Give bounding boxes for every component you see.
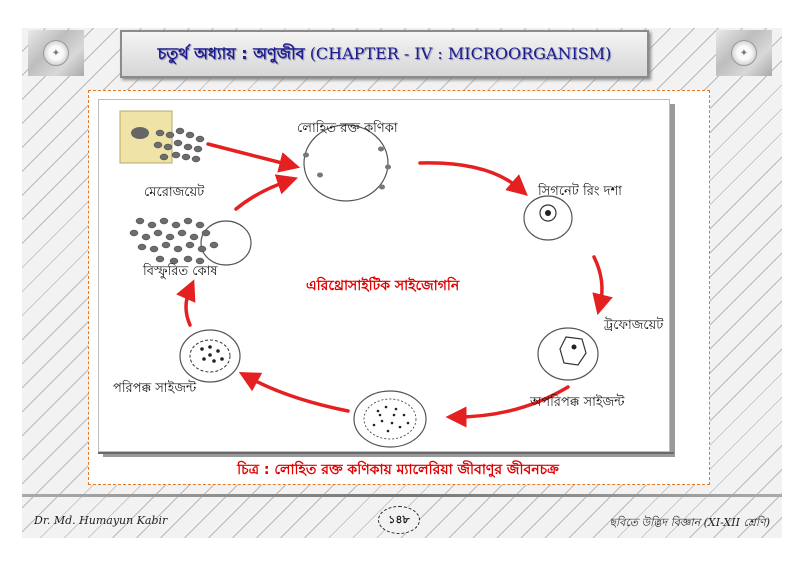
arrow-rbc-to-signet-ring — [418, 161, 528, 196]
arrow-immature-to-mature-schizont — [238, 371, 350, 413]
trophozoite-cell — [537, 327, 599, 381]
label-immature-schizont: অপরিপক্ক সাইজন্ট — [530, 395, 625, 410]
title-bar: চতুর্থ অধ্যায় : অণুজীব (CHAPTER - IV : … — [120, 30, 649, 78]
arrow-signet-ring-to-trophozoite — [592, 255, 613, 316]
left-ornament: ✦ — [28, 30, 84, 76]
title-english: (CHAPTER - IV : MICROORGANISM) — [309, 43, 612, 63]
label-mature-schizont: পরিপক্ক সাইজন্ট — [113, 381, 197, 396]
arrow-ruptured-to-rbc — [234, 174, 298, 211]
book-title: ছবিতে উদ্ভিদ বিজ্ঞান (XI-XII শ্রেণি) — [609, 516, 770, 529]
right-ornament: ✦ — [716, 30, 772, 76]
title-bengali: চতুর্থ অধ্যায় : অণুজীব — [157, 43, 305, 63]
figure-caption: চিত্র : লোহিত রক্ত কণিকায় ম্যালেরিয়া জ… — [237, 462, 559, 478]
author-name: Dr. Md. Humayun Kabir — [34, 514, 168, 527]
arrow-mature-schizont-to-ruptured — [176, 279, 196, 327]
merozoite-release-cell — [119, 110, 205, 164]
arrow-trophozoite-to-immature-schizont — [445, 385, 570, 428]
panel-divider — [98, 452, 674, 454]
label-rbc: লোহিত রক্ত কণিকা — [297, 121, 398, 136]
label-cycle-name: এরিথ্রোসাইটিক সাইজোগনি — [306, 278, 460, 294]
label-ruptured-cell: বিস্ফুরিত কোষ — [143, 264, 218, 279]
ruptured-cell — [129, 217, 252, 266]
page-title: চতুর্থ অধ্যায় : অণুজীব (CHAPTER - IV : … — [158, 41, 612, 68]
page-number: ১৪৮ — [378, 506, 420, 534]
malaria-life-cycle-diagram — [119, 110, 613, 448]
signet-ring-cell — [523, 195, 573, 241]
label-signet-ring: সিগনেট রিং দশা — [538, 184, 622, 199]
emblem-icon: ✦ — [731, 40, 757, 66]
arrow-merozoite-to-rbc — [206, 142, 301, 173]
rbc-cell — [303, 124, 391, 202]
footer-divider — [22, 494, 782, 497]
immature-schizont-cell — [353, 390, 427, 448]
label-trophozoite: ট্রফোজয়েট — [604, 318, 664, 333]
emblem-icon: ✦ — [43, 40, 69, 66]
label-merozoite: মেরোজয়েট — [144, 185, 205, 200]
mature-schizont-cell — [179, 329, 241, 383]
